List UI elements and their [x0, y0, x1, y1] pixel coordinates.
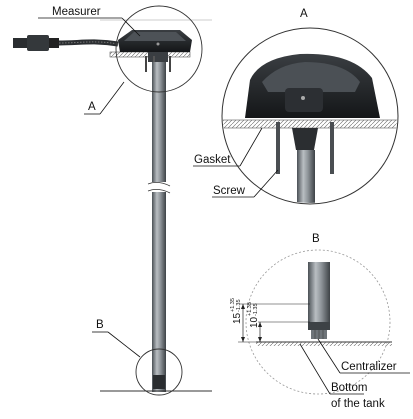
gasket-leader — [239, 127, 263, 167]
detail-circle-a — [115, 5, 203, 93]
detail-b-view: B 15 +1.35 -1.35 10 +1.35 -1.35 — [230, 233, 410, 410]
detail-b-bottom-hatch — [256, 342, 392, 346]
bottom-label-line1: Bottom — [331, 382, 367, 394]
centralizer-leader — [317, 338, 341, 374]
detail-a-gasket — [292, 128, 318, 150]
probe-tip — [153, 375, 165, 389]
centralizer-label: Centralizer — [341, 361, 397, 373]
dim-15-value: 15 — [232, 312, 243, 324]
measurer-label: Measurer — [52, 6, 101, 18]
a-main-label: A — [88, 101, 96, 113]
measurer-leader — [121, 17, 141, 37]
detail-a-tank-wall — [223, 119, 397, 129]
detail-a-view: A Gasket Screw — [193, 8, 399, 205]
b-main-label: B — [96, 319, 104, 331]
a-leader — [99, 81, 125, 115]
measurer-housing — [118, 30, 192, 74]
dim-15-tol-lower: -1.35 — [236, 299, 242, 312]
detail-a-screw-left — [276, 122, 280, 174]
cable-connector — [13, 35, 119, 51]
detail-b-circle — [245, 249, 391, 395]
screw-leader — [253, 169, 279, 198]
probe-tube-lower — [152, 192, 166, 392]
gasket-label: Gasket — [194, 154, 231, 166]
detail-b-tube-end — [308, 322, 330, 330]
b-leader — [107, 331, 141, 358]
detail-b-tube — [308, 262, 330, 322]
dim-10-value: 10 — [249, 316, 260, 328]
bottom-leader — [299, 343, 331, 395]
screw-label: Screw — [213, 185, 246, 197]
detail-circle-b — [135, 348, 183, 396]
a-detail-title: A — [300, 8, 308, 20]
main-view: Measurer A B — [13, 5, 212, 396]
b-detail-title: B — [312, 233, 320, 245]
break-mark-upper — [147, 182, 171, 187]
detail-a-screw-head — [301, 96, 305, 100]
dim-10-tol-upper: +1.35 — [247, 302, 253, 316]
dim-10-tol-lower: -1.35 — [253, 303, 259, 316]
bottom-label-line2: of the tank — [331, 398, 385, 410]
probe-tube-upper — [152, 62, 166, 182]
detail-a-tube — [297, 150, 315, 203]
dim-15-tol-upper: +1.35 — [230, 298, 236, 312]
detail-a-screw-right — [330, 122, 334, 174]
